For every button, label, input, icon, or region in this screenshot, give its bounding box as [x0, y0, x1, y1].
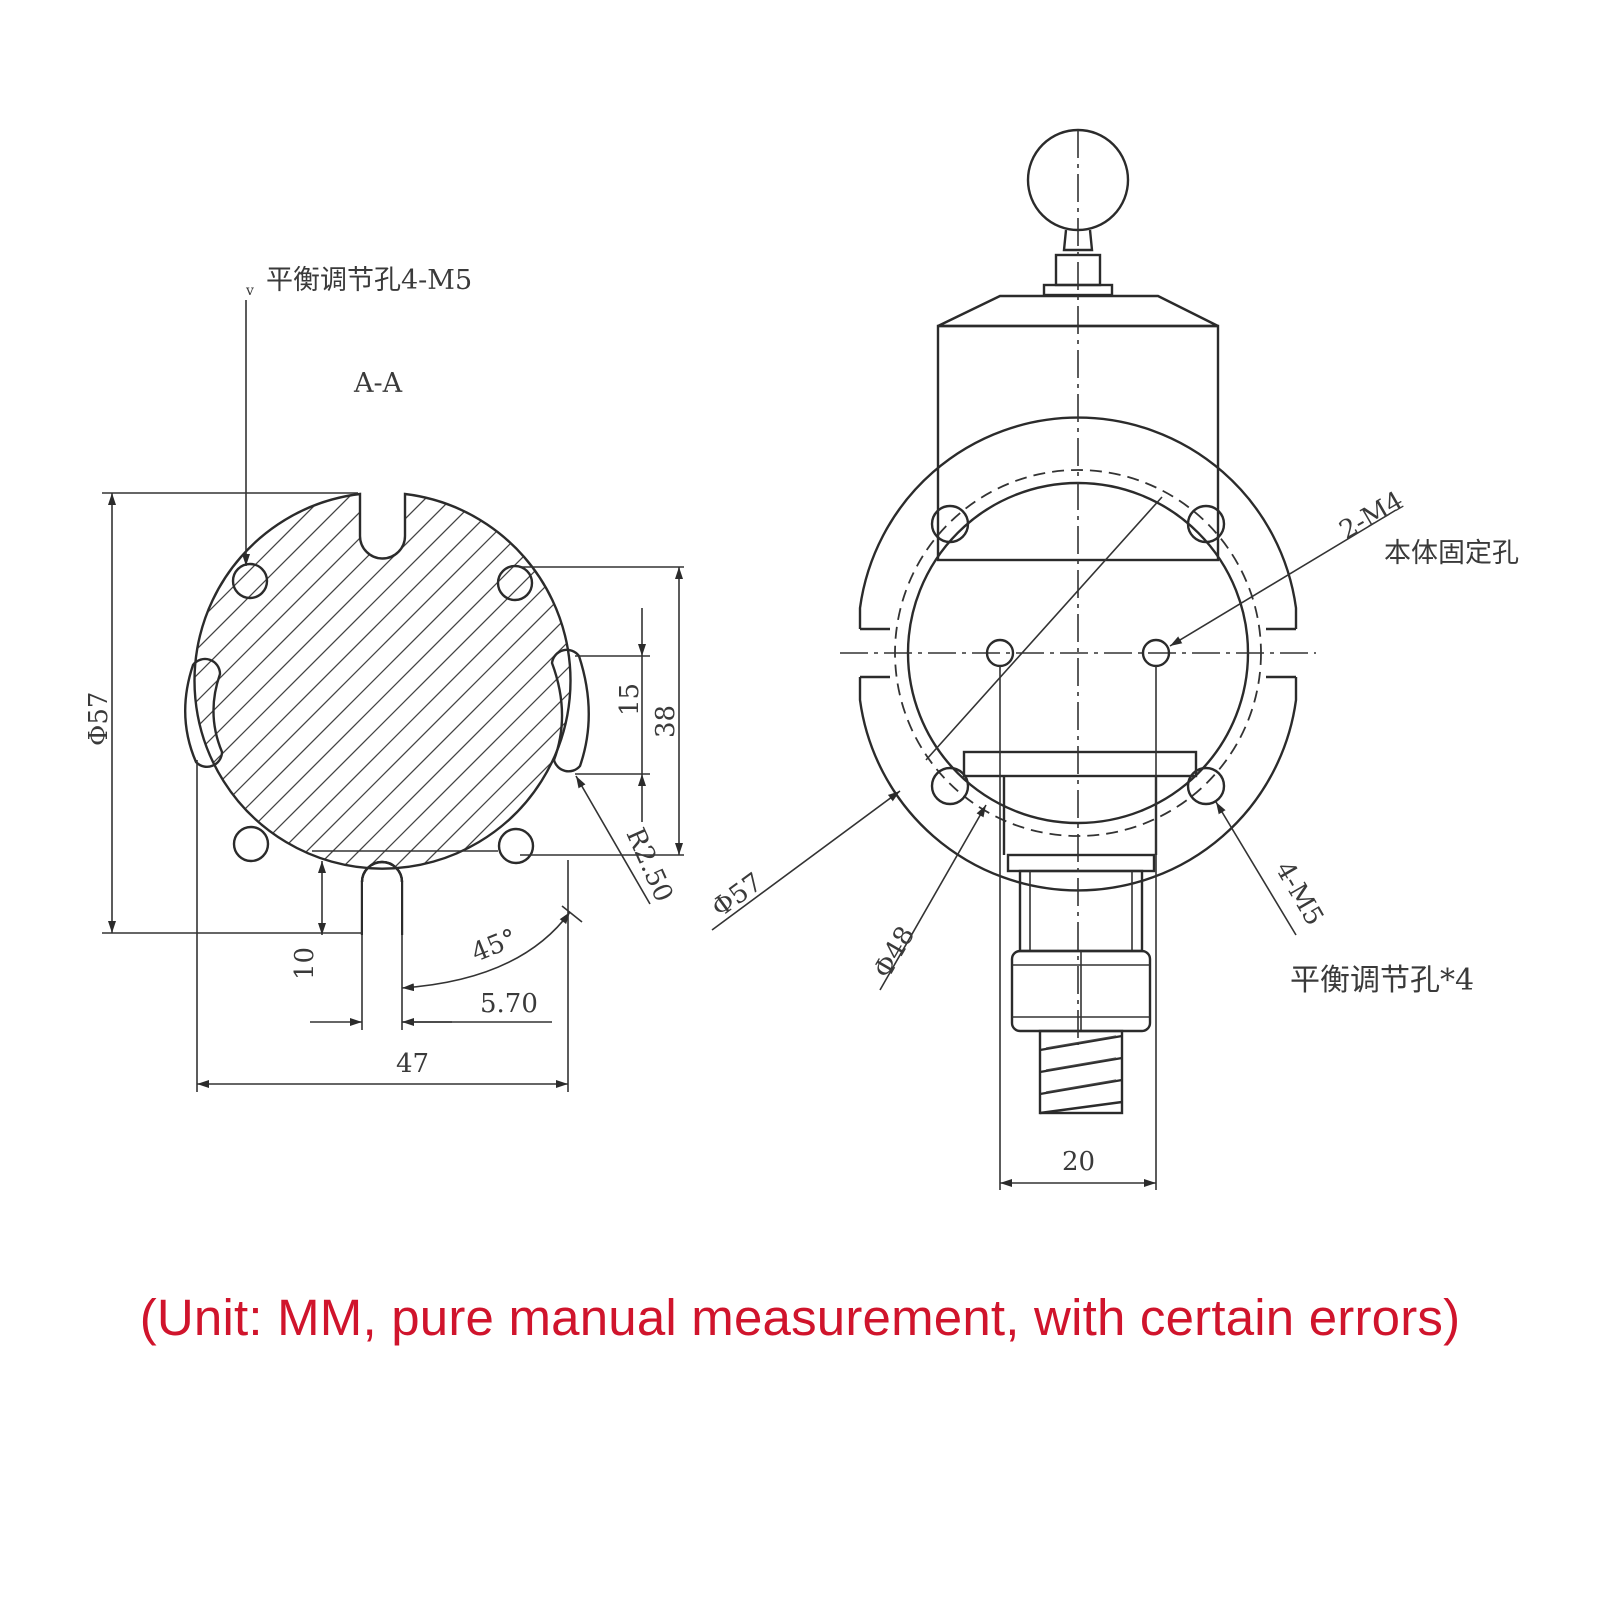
hatch-line	[194, 494, 353, 869]
label-balance-holes-code: 4-M5	[1269, 857, 1329, 931]
callout-balance-holes-top: 平衡调节孔4-M5	[266, 265, 472, 296]
shaft	[1018, 869, 1144, 953]
flange-hole	[930, 504, 970, 544]
flange-hole	[1186, 766, 1226, 806]
hatch-line	[194, 494, 571, 869]
label-balance-holes: 平衡调节孔*4	[1290, 963, 1474, 998]
balance-hole	[497, 827, 535, 865]
hatch-line	[194, 494, 571, 869]
hatch-line	[194, 494, 571, 869]
hatch-line	[387, 494, 571, 869]
hatch-line	[194, 494, 571, 869]
hatch-line	[465, 494, 571, 869]
hatch-line	[194, 494, 571, 869]
thread	[1038, 1029, 1124, 1115]
hatch-line	[194, 494, 571, 869]
hatch-line	[194, 494, 509, 869]
flange-hole	[1186, 504, 1226, 544]
section-hatching	[194, 494, 571, 869]
hatch-line	[194, 494, 379, 869]
hatch-line	[335, 494, 571, 869]
hatch-line	[194, 494, 327, 869]
hatch-line	[309, 494, 571, 869]
hatch-line	[194, 494, 571, 869]
front-view: 2-M4 本体固定孔 Φ57 Φ48 4-M5 平衡调节孔*4 20	[706, 128, 1519, 1190]
lower-block	[962, 750, 1198, 778]
hatch-line	[194, 494, 571, 869]
dim-notch-width: 5.70	[480, 989, 538, 1019]
dim-shaft-width: 20	[1062, 1147, 1095, 1177]
hatch-line	[194, 494, 571, 869]
disc-outline	[193, 492, 572, 870]
hatch-line	[194, 494, 535, 869]
hatch-line	[439, 494, 571, 869]
dim-hole-center-distance: 38	[651, 705, 681, 738]
label-body-holes: 本体固定孔	[1384, 538, 1519, 569]
arc-slot-right	[550, 648, 590, 773]
dim-notch-depth: 10	[290, 947, 320, 980]
shaft-collar	[1006, 853, 1156, 873]
dim-disc-diameter: Φ57	[84, 692, 114, 746]
arc-slot-left	[183, 657, 224, 768]
hatch-line	[194, 494, 571, 869]
flange-hole	[930, 766, 970, 806]
hatch-line	[194, 494, 483, 869]
balance-hole	[232, 825, 270, 863]
hatch-line	[194, 494, 301, 869]
balance-hole	[496, 564, 534, 602]
callout-tick: v	[245, 283, 254, 299]
hatch-line	[194, 494, 571, 869]
hatch-line	[361, 494, 571, 869]
unit-caption: (Unit: MM, pure manual measurement, with…	[139, 1289, 1461, 1346]
hatch-line	[194, 494, 571, 869]
section-title: A-A	[353, 368, 403, 399]
hatch-line	[194, 494, 571, 869]
hatch-line	[283, 494, 571, 869]
hatch-line	[194, 494, 571, 869]
dim-outer-diameter: Φ57	[706, 867, 768, 923]
dim-angle: 45°	[467, 923, 521, 968]
balance-hole	[231, 562, 269, 600]
dim-slot-length: 15	[615, 683, 645, 716]
dim-hole-span: 47	[396, 1049, 429, 1079]
hatch-line	[413, 494, 571, 869]
section-view: A-A 平衡调节孔4-M5 v Φ57 38 15 R2.50 10 45°	[84, 265, 684, 1092]
